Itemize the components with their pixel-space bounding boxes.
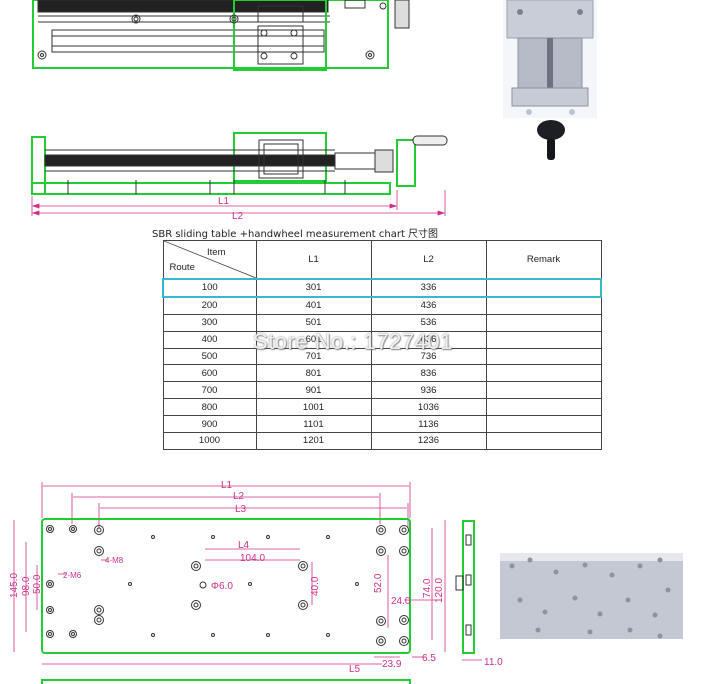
dim-plan-120: 120.0 — [434, 578, 445, 603]
dim-plan-l4: L4 — [238, 540, 250, 551]
product-photo-vertical — [503, 0, 597, 160]
dim-plan-l5: L5 — [349, 664, 361, 675]
next-drawing-edge — [41, 679, 411, 684]
side-view-assembly — [31, 132, 448, 195]
dim-plan-52: 52.0 — [373, 573, 384, 593]
cell-l2: 436 — [370, 296, 487, 315]
cell-l2: 1136 — [370, 415, 487, 434]
cell-l1: 1001 — [255, 398, 372, 417]
dim-plan-24: 24.0 — [391, 596, 411, 607]
cell-remark — [485, 278, 602, 298]
dim-plan-l1: L1 — [221, 480, 233, 491]
cell-l2: 936 — [370, 381, 487, 400]
cell-l1: 301 — [255, 278, 372, 298]
cell-route: 200 — [162, 296, 257, 315]
cell-l2: 1036 — [370, 398, 487, 417]
dim-plan-6-5: 6.5 — [422, 653, 436, 664]
cell-remark — [485, 313, 602, 332]
diagonal-divider — [163, 241, 256, 278]
dim-plan-145: 145.0 — [9, 573, 20, 598]
plan-view-dimensions — [13, 482, 482, 665]
plan-view-plate — [41, 518, 411, 654]
dim-plan-50: 50.0 — [32, 574, 43, 594]
dim-plan-l2: L2 — [233, 491, 245, 502]
product-photo-plate — [500, 553, 683, 639]
cell-l2: 1236 — [370, 432, 487, 450]
cell-remark — [485, 432, 602, 450]
caption-prefix: SBR sliding table + — [152, 229, 248, 240]
cell-route: 900 — [162, 415, 257, 434]
plan-view-side-profile — [455, 520, 475, 654]
cell-route: 600 — [162, 364, 257, 383]
dim-plan-l3: L3 — [235, 504, 247, 515]
dim-plan-98: 98.0 — [21, 576, 32, 596]
cell-route: 300 — [162, 313, 257, 332]
cell-route: 500 — [162, 347, 257, 366]
cell-remark — [485, 415, 602, 434]
header-item-route-cell: Item Route — [162, 240, 257, 280]
dim-plan-23-9: 23.9 — [382, 659, 402, 670]
cell-route: 700 — [162, 381, 257, 400]
cell-l1: 1201 — [255, 432, 372, 450]
cell-remark — [485, 364, 602, 383]
cell-l2: 836 — [370, 364, 487, 383]
header-route: Route — [169, 262, 195, 273]
header-l2: L2 — [370, 240, 487, 280]
header-item: Item — [207, 247, 226, 258]
header-remark: Remark — [485, 240, 602, 280]
cell-remark — [485, 398, 602, 417]
cell-l1: 901 — [255, 381, 372, 400]
side-view-dimensions — [31, 190, 446, 216]
header-l1: L1 — [255, 240, 372, 280]
caption-suffix: measurement chart 尺寸图 — [302, 229, 439, 240]
dim-plan-40: 40.0 — [310, 576, 321, 596]
dim-plan-phi6: Φ6.0 — [211, 581, 233, 592]
dim-plan-74: 74.0 — [422, 578, 433, 598]
cell-l1: 401 — [255, 296, 372, 315]
caption-underlined: handwheel — [247, 229, 303, 241]
dim-l1-side: L1 — [218, 196, 230, 207]
cell-l1: 1101 — [255, 415, 372, 434]
dim-plan-11: 11.0 — [484, 657, 503, 668]
cell-route: 400 — [162, 330, 257, 349]
dim-l2-side: L2 — [232, 211, 244, 222]
dim-plan-m8: 4-M8 — [105, 556, 124, 565]
cell-route: 100 — [162, 278, 257, 298]
cell-remark — [485, 381, 602, 400]
cell-route: 1000 — [162, 432, 257, 450]
dim-plan-104: 104.0 — [240, 553, 265, 564]
chart-caption: SBR sliding table +handwheel measurement… — [152, 225, 439, 241]
cell-remark — [485, 347, 602, 366]
store-watermark: Store No.: 1727401 — [253, 329, 453, 354]
cell-remark — [485, 330, 602, 349]
top-view-assembly — [32, 0, 410, 71]
dim-plan-m6: 2-M6 — [63, 571, 82, 580]
table-header-row: Item Route L1 L2 Remark — [162, 240, 602, 280]
cell-l1: 801 — [255, 364, 372, 383]
cell-route: 800 — [162, 398, 257, 417]
cell-l2: 336 — [370, 278, 487, 298]
plan-dimension-labels: L1 L2 L3 L4 104.0 Φ6.0 40.0 52.0 24.0 74… — [9, 480, 503, 675]
cell-remark — [485, 296, 602, 315]
